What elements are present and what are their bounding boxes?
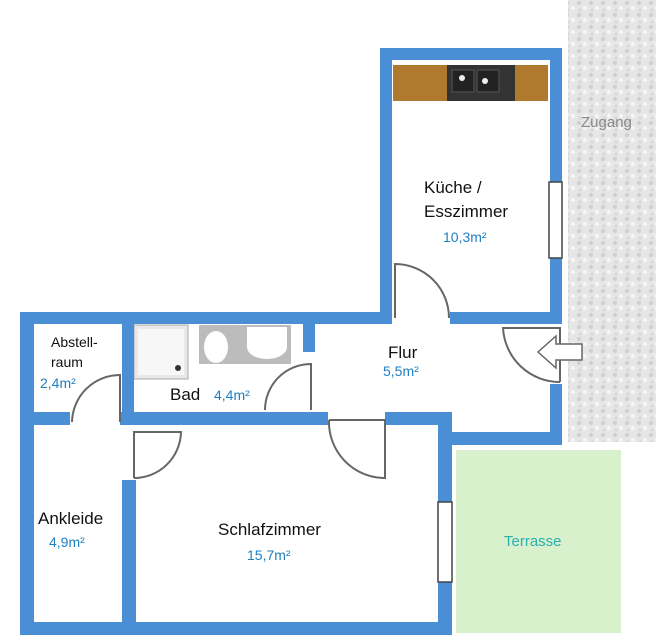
abstellraum-label-2: raum: [51, 354, 83, 370]
bad-area: 4,4m²: [214, 387, 250, 403]
bedroom-door[interactable]: [327, 419, 386, 480]
kueche-label-2: Esszimmer: [424, 202, 508, 221]
ankleide-area: 4,9m²: [49, 534, 85, 550]
bad-label: Bad: [170, 385, 200, 404]
entrance-arrow-icon: [536, 334, 583, 370]
bedroom-window: [437, 501, 453, 583]
flur-label: Flur: [388, 343, 418, 362]
zugang-label: Zugang: [581, 114, 632, 131]
schlafzimmer-area: 15,7m²: [247, 547, 291, 563]
shower-tray: [133, 324, 189, 380]
sink-icon: [247, 327, 287, 359]
storage-door[interactable]: [71, 373, 121, 423]
dressing-room-door[interactable]: [133, 431, 183, 479]
terrace: [456, 450, 621, 633]
terrasse-label: Terrasse: [504, 533, 562, 550]
entrance-door[interactable]: [501, 327, 561, 384]
bathroom-door[interactable]: [264, 362, 312, 411]
schlafzimmer-label: Schlafzimmer: [218, 520, 321, 539]
kitchen-window: [548, 181, 563, 259]
kueche-label-1: Küche /: [424, 178, 482, 197]
abstellraum-area: 2,4m²: [40, 375, 76, 391]
abstellraum-label-1: Abstell-: [51, 334, 98, 350]
flur-area: 5,5m²: [383, 363, 419, 379]
kitchen-door[interactable]: [394, 262, 450, 319]
access-path: [568, 0, 656, 442]
toilet-icon: [204, 331, 228, 363]
kueche-area: 10,3m²: [443, 229, 487, 245]
kitchen-counter: [393, 65, 548, 101]
ankleide-label: Ankleide: [38, 509, 103, 528]
